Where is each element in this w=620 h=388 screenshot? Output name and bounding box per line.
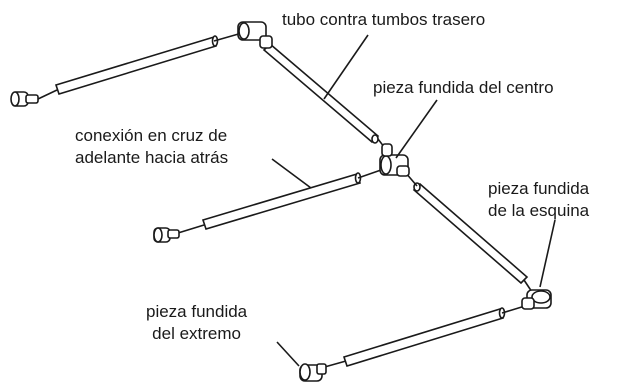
- end-casting: [299, 363, 327, 382]
- tube-upper-left: [54, 35, 219, 95]
- label-rear-anti-tip-tube: tubo contra tumbos trasero: [282, 10, 486, 29]
- label-end-casting-line2: del extremo: [152, 324, 241, 343]
- label-corner-casting-line2: de la esquina: [488, 201, 590, 220]
- leader-rear-anti-tip-tube: [323, 34, 369, 100]
- label-corner-casting: pieza fundida de la esquina: [488, 178, 589, 222]
- leader-end-casting: [276, 341, 300, 367]
- label-center-casting: pieza fundida del centro: [373, 78, 554, 97]
- label-end-casting-line1: pieza fundida: [146, 302, 248, 321]
- upper-corner-casting: [237, 21, 273, 49]
- center-casting: [379, 143, 410, 177]
- rod-end-mid: [177, 224, 205, 234]
- tube-bottom: [342, 307, 506, 367]
- label-cross-connection: conexión en cruz de adelante hacia atrás: [75, 125, 228, 169]
- label-cross-connection-line1: conexión en cruz de: [75, 126, 228, 145]
- leader-cross-connection: [271, 158, 312, 189]
- rod-cross-center: [357, 169, 382, 179]
- rod-bottom-corner: [501, 305, 526, 314]
- rod-end-upper: [37, 89, 58, 100]
- end-casting-mid: [153, 227, 180, 243]
- rear-anti-tip-tube: [262, 42, 380, 144]
- label-cross-connection-line2: adelante hacia atrás: [75, 148, 229, 167]
- label-corner-casting-line1: pieza fundida: [488, 179, 590, 198]
- corner-casting: [521, 289, 552, 310]
- leader-center-casting: [395, 99, 438, 159]
- leader-corner-casting: [539, 219, 556, 288]
- label-end-casting: pieza fundida del extremo: [146, 301, 247, 345]
- front-to-back-cross-tube: [201, 172, 362, 230]
- end-casting-upper: [10, 91, 39, 107]
